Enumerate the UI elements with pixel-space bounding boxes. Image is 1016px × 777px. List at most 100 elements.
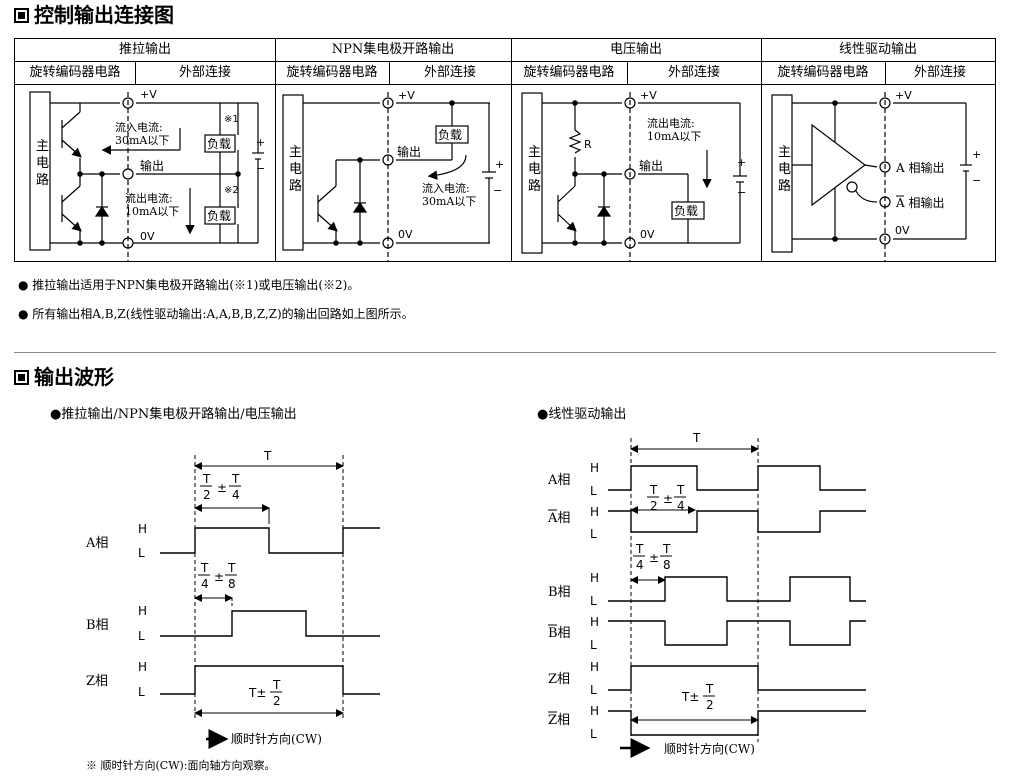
phase-z-wave [160, 665, 380, 695]
main-circuit-label-3: 路 [36, 172, 49, 188]
inflow-label-1: 流入电流: [115, 120, 163, 134]
square-bullet-icon [14, 370, 29, 385]
phase-z-bar-wave-right [608, 710, 866, 736]
table-divider-col1 [275, 39, 276, 261]
a-phase-output: A 相输出 [895, 160, 944, 175]
pm-left-2: ± [214, 570, 224, 584]
table-divider-row2 [15, 84, 995, 85]
l-zbar-right: L [590, 727, 597, 741]
sub-external-1: 外部连接 [178, 65, 231, 80]
half-t-num-left: T [202, 472, 211, 486]
main-circuit-label-ld-1: 主 [778, 145, 791, 160]
phase-b-label-right: B相 [548, 585, 571, 600]
pm-right-1: ± [663, 492, 673, 506]
table-subdivider-4 [885, 61, 886, 84]
h-bbar-right: H [590, 615, 599, 629]
phase-b-bar-wave-right [608, 620, 866, 646]
minus-sign-2: − [493, 184, 502, 197]
h-b-right: H [590, 571, 599, 585]
minus-sign-4: − [972, 174, 981, 187]
q8-num-left: T [227, 561, 236, 575]
t-pm-num-right: T [705, 682, 714, 696]
l-abar-right: L [590, 527, 597, 541]
zero-v-label-2: 0V [398, 228, 413, 241]
table-subdivider-1 [135, 61, 136, 84]
quarter-den-right: 4 [677, 499, 685, 513]
quarter-t-num-left: T [231, 472, 240, 486]
t-pm-den-right: 2 [706, 698, 714, 712]
plus-sign-3: + [737, 156, 746, 169]
header-npn-open-collector: NPN集电极开路输出 [331, 42, 455, 57]
phase-a-label-left: A相 [85, 536, 108, 551]
phase-b-wave-right [608, 576, 866, 602]
l-b-right: L [590, 594, 597, 608]
cw-label-left: 顺时针方向(CW) [231, 731, 322, 746]
waveform-title: 输出波形 [34, 365, 114, 389]
right-waveforms [608, 438, 866, 758]
h-a-left: H [138, 522, 147, 536]
control-output-heading: 控制输出连接图 [14, 3, 174, 27]
footnote: ※ 顺时针方向(CW):面向轴方向观察。 [86, 758, 276, 772]
minus-sign-1: − [256, 162, 265, 175]
phase-z-label-right: Z相 [548, 672, 570, 687]
main-circuit-label-ld-3: 路 [778, 178, 791, 194]
header-push-pull: 推拉输出 [118, 42, 171, 57]
period-label-left: T [263, 449, 272, 463]
minus-sign-3: − [737, 186, 746, 199]
plus-sign-2: + [495, 158, 504, 171]
phase-b-bar-label-right: B相 [548, 626, 571, 641]
half-t-den-left: 2 [203, 488, 211, 502]
outflow-value-3: 10mA以下 [647, 130, 701, 143]
q8-num-right: T [662, 542, 671, 556]
table-divider-row1 [15, 61, 995, 62]
phase-a-bar-wave-right [608, 510, 866, 533]
phase-z-label-left: Z相 [86, 674, 108, 689]
h-b-left: H [138, 604, 147, 618]
header-voltage-output: 电压输出 [609, 42, 662, 57]
main-circuit-label-v-3: 路 [528, 178, 541, 194]
circuit-table: 推拉输出 NPN集电极开路输出 电压输出 线性驱动输出 旋转编码器电路 外部连接… [14, 38, 996, 262]
zero-v-label-1: 0V [140, 230, 155, 243]
sub-external-3: 外部连接 [667, 65, 720, 80]
left-waveform-title: ●推拉输出/NPN集电极开路输出/电压输出 [50, 407, 297, 422]
output-label-3: 输出 [639, 158, 663, 173]
note-all-phases: ● 所有输出相A,B,Z(线性驱动输出:A,A,B,B,Z,Z)的输出回路如上图… [18, 307, 414, 321]
l-a-left: L [138, 546, 145, 560]
quarter-t-den-left: 4 [232, 488, 240, 502]
sub-external-4: 外部连接 [913, 65, 966, 80]
main-circuit-label-npn-2: 电 [289, 162, 302, 177]
circuit-diagrams: 主 电 路 +V 0V 输出 负载 负载 流入电流: 30mA以下 流出电流: … [29, 88, 981, 262]
q4-den-right: 4 [636, 558, 644, 572]
t-pm-den-left: 2 [273, 694, 281, 708]
outflow-label-3: 流出电流: [647, 116, 695, 130]
note-push-pull: ● 推拉输出适用于NPN集电极开路输出(※1)或电压输出(※2)。 [18, 278, 360, 292]
phase-z-wave-right [608, 665, 866, 691]
zero-v-label-4: 0V [895, 224, 910, 237]
quarter-num-right: T [676, 483, 685, 497]
main-circuit-label-npn-1: 主 [289, 145, 302, 160]
voltage-output-circuit [521, 92, 747, 262]
outflow-label-1: 流出电流: [125, 191, 173, 205]
load-label-1: 负载 [207, 137, 231, 151]
table-subdivider-2 [389, 61, 390, 84]
half-num-right: T [649, 483, 658, 497]
phase-b-wave [160, 610, 380, 637]
plus-sign-4: + [972, 148, 981, 161]
inflow-value-1: 30mA以下 [115, 134, 169, 147]
note2-mark: ※2 [224, 185, 239, 196]
l-z-right: L [590, 683, 597, 697]
load-label-3: 负载 [438, 128, 462, 142]
main-circuit-label-v-1: 主 [528, 145, 541, 160]
l-bbar-right: L [590, 638, 597, 652]
q8-den-right: 8 [663, 558, 671, 572]
main-circuit-label-npn-3: 路 [289, 178, 302, 194]
half-den-right: 2 [650, 499, 658, 513]
period-label-right: T [692, 431, 701, 445]
output-label-2: 输出 [397, 144, 421, 159]
table-divider-col3 [761, 39, 762, 261]
sub-encoder-circuit-4: 旋转编码器电路 [777, 65, 869, 80]
q4-den-left: 4 [201, 577, 209, 591]
table-divider-col2 [511, 39, 512, 261]
sub-encoder-circuit-2: 旋转编码器电路 [286, 65, 378, 80]
note1-mark: ※1 [224, 114, 239, 125]
